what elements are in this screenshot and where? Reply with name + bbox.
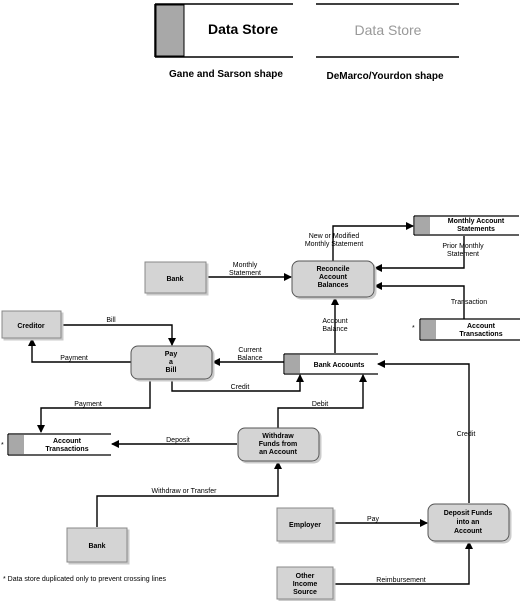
svg-text:Deposit Funds: Deposit Funds	[444, 510, 493, 517]
store-monthly-account-statements: Monthly Account Statements	[413, 215, 519, 236]
process-reconcile-account-balances: Reconcile Account Balances	[291, 260, 375, 298]
flow-label-monthly-statement: Monthly	[233, 262, 258, 269]
svg-text:Account: Account	[454, 528, 483, 535]
svg-text:Account: Account	[467, 323, 496, 330]
flow-label-new-or-modified-2: Monthly Statement	[305, 241, 363, 248]
svg-text:Monthly Account: Monthly Account	[448, 218, 505, 225]
store-account-transactions-right: * Account Transactions	[412, 318, 520, 341]
svg-text:an Account: an Account	[259, 449, 298, 456]
svg-text:Pay: Pay	[165, 351, 178, 358]
flow-label-bill: Bill	[106, 317, 116, 324]
svg-text:Income: Income	[293, 581, 318, 588]
legend-demarco-yourdon: Data Store DeMarco/Yourdon shape	[316, 3, 459, 82]
legend-gane-sarson: Data Store Gane and Sarson shape	[154, 3, 293, 80]
svg-text:Creditor: Creditor	[17, 323, 45, 330]
flow-label-payment-creditor: Payment	[60, 355, 88, 362]
legend-gane-store-label: Data Store	[208, 21, 278, 37]
svg-text:a: a	[169, 359, 173, 366]
svg-text:Statements: Statements	[457, 226, 495, 233]
legend-demarco-caption: DeMarco/Yourdon shape	[326, 71, 443, 82]
process-deposit-funds: Deposit Funds into an Account	[427, 503, 510, 542]
svg-text:Account: Account	[53, 438, 82, 445]
flow-label-credit-deposit: Credit	[457, 431, 476, 438]
footnote: * Data store duplicated only to prevent …	[3, 576, 167, 583]
flow-label-payment-transactions: Payment	[74, 401, 102, 408]
entity-bank-top: Bank	[144, 261, 207, 294]
legend-gane-caption: Gane and Sarson shape	[169, 69, 283, 80]
svg-text:Balances: Balances	[318, 282, 349, 289]
flow-label-new-or-modified: New or Modified	[309, 233, 360, 240]
flow-lines	[28, 222, 473, 585]
process-withdraw-funds: Withdraw Funds from an Account	[237, 427, 320, 462]
entity-other-income-source: Other Income Source	[276, 566, 334, 600]
entity-bank-bottom: Bank	[66, 527, 128, 563]
flow-label-reimbursement: Reimbursement	[376, 577, 425, 584]
flow-label-monthly-statement-2: Statement	[229, 270, 261, 277]
svg-text:Source: Source	[293, 589, 317, 596]
svg-text:*: *	[412, 325, 415, 332]
svg-text:Employer: Employer	[289, 522, 321, 529]
process-pay-a-bill: Pay a Bill	[130, 345, 213, 380]
flow-label-deposit: Deposit	[166, 437, 190, 444]
svg-text:into an: into an	[457, 519, 480, 526]
flow-label-transaction: Transaction	[451, 299, 487, 306]
svg-text:Funds from: Funds from	[259, 441, 298, 448]
svg-text:Bank Accounts: Bank Accounts	[314, 362, 365, 369]
svg-text:Reconcile: Reconcile	[316, 266, 349, 273]
store-account-transactions-left: * Account Transactions	[1, 433, 111, 456]
flow-label-current-balance-2: Balance	[237, 355, 262, 362]
flow-label-account-balance-2: Balance	[322, 326, 347, 333]
flow-label-prior-monthly-2: Statement	[447, 251, 479, 258]
flow-label-current-balance: Current	[238, 347, 261, 354]
flow-label-account-balance: Account	[322, 318, 347, 325]
flow-labels: Monthly Statement New or Modified Monthl…	[60, 233, 487, 584]
flow-label-pay: Pay	[367, 516, 380, 523]
svg-text:Transactions: Transactions	[45, 446, 88, 453]
svg-text:Withdraw: Withdraw	[262, 433, 294, 440]
flow-label-prior-monthly: Prior Monthly	[442, 243, 484, 250]
flow-label-credit-pay: Credit	[231, 384, 250, 391]
flow-label-withdraw-or-transfer: Withdraw or Transfer	[152, 488, 218, 495]
svg-text:Transactions: Transactions	[459, 331, 502, 338]
svg-text:Other: Other	[296, 573, 315, 580]
svg-text:*: *	[1, 442, 4, 449]
entity-employer: Employer	[276, 507, 334, 542]
svg-text:Bill: Bill	[166, 367, 177, 374]
svg-text:Bank: Bank	[166, 276, 183, 283]
svg-text:Account: Account	[319, 274, 348, 281]
store-bank-accounts: Bank Accounts	[283, 353, 378, 375]
legend-demarco-store-label: Data Store	[355, 22, 422, 38]
svg-text:Bank: Bank	[88, 543, 105, 550]
entity-creditor: Creditor	[1, 310, 62, 339]
flow-label-debit: Debit	[312, 401, 328, 408]
